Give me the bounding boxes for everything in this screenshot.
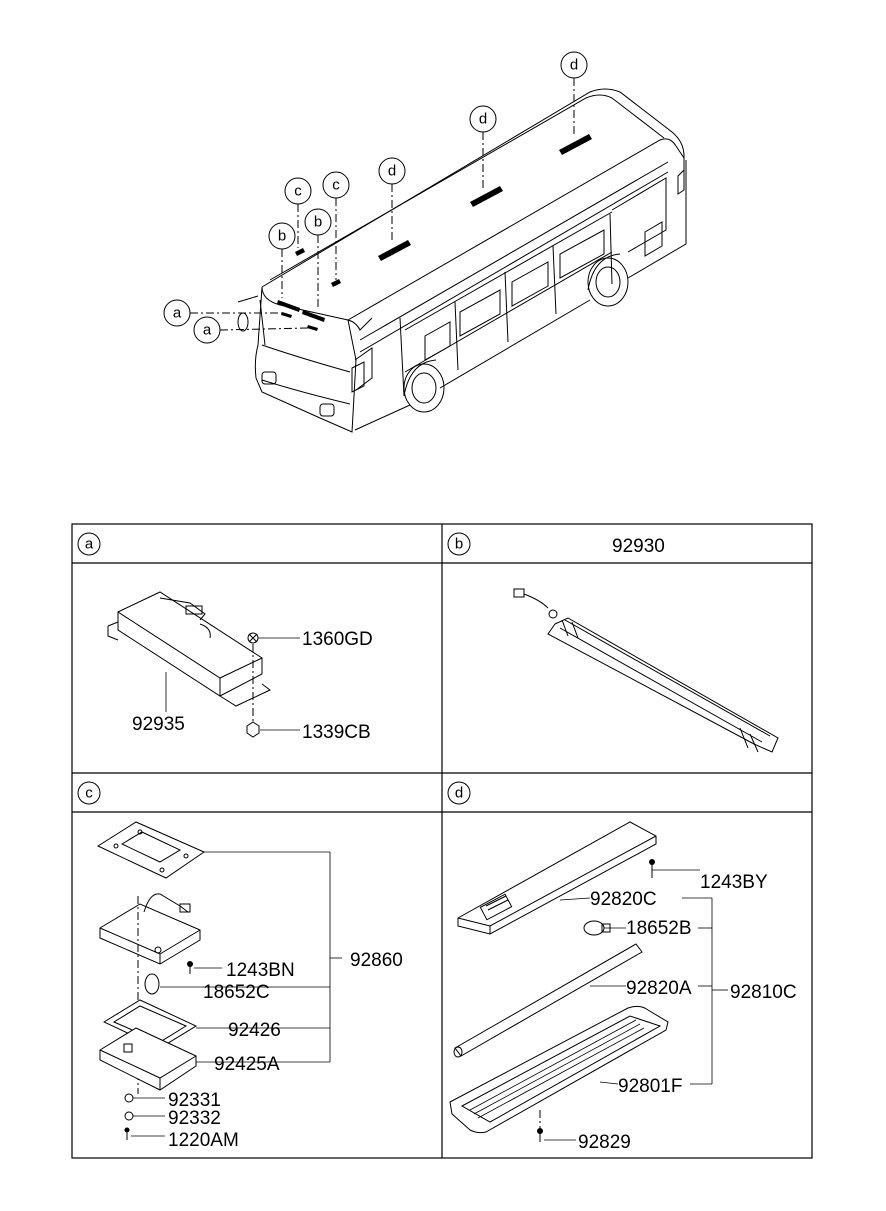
part-1360GD: 1360GD xyxy=(302,629,373,650)
callout-a-1-label: a xyxy=(173,305,182,322)
part-18652C: 18652C xyxy=(203,982,270,1003)
section-b-letter: b xyxy=(455,536,463,553)
callout-d-3-label: d xyxy=(388,163,396,180)
callout-c-1-label: c xyxy=(294,183,302,200)
callout-d-3: d xyxy=(378,157,406,185)
section-b-header: b 92930 xyxy=(447,532,665,557)
section-c-letter: c xyxy=(85,785,93,802)
callout-d-2: d xyxy=(469,105,497,133)
callout-d-1: d xyxy=(560,51,588,79)
part-1220AM: 1220AM xyxy=(168,1130,239,1151)
section-a-drawing: 1360GD 92935 1339CB xyxy=(107,591,373,743)
callout-b-2-label: b xyxy=(314,214,322,231)
part-92801F: 92801F xyxy=(618,1076,682,1097)
callout-a-1: a xyxy=(163,299,191,327)
part-92820C: 92820C xyxy=(590,889,657,910)
bus-illustration xyxy=(237,88,687,433)
part-92332: 92332 xyxy=(168,1108,221,1129)
section-d-header: d xyxy=(447,781,471,805)
callout-b-1: b xyxy=(268,222,296,250)
section-d-drawing: 1243BY 92820C 18652B 92810C 92820A 92801… xyxy=(449,821,797,1153)
section-d-letter: d xyxy=(455,785,463,802)
part-92810C: 92810C xyxy=(730,982,797,1003)
callout-leaders xyxy=(190,78,575,331)
parts-table xyxy=(71,523,813,1159)
part-1243BN: 1243BN xyxy=(226,960,295,981)
part-1243BY: 1243BY xyxy=(700,872,768,893)
part-92426: 92426 xyxy=(228,1020,281,1041)
section-a-header: a xyxy=(77,532,101,556)
callout-c-2: c xyxy=(322,171,350,199)
section-b-drawing xyxy=(513,588,779,753)
callout-d-1-label: d xyxy=(570,57,578,74)
part-18652B: 18652B xyxy=(626,918,692,939)
part-92935: 92935 xyxy=(132,714,185,735)
callout-b-1-label: b xyxy=(278,228,286,245)
section-b-title: 92930 xyxy=(612,536,665,557)
callout-b-2: b xyxy=(304,208,332,236)
callout-c-2-label: c xyxy=(332,177,340,194)
part-1339CB: 1339CB xyxy=(302,722,371,743)
part-92820A: 92820A xyxy=(626,978,692,999)
part-92860: 92860 xyxy=(350,950,403,971)
callout-d-2-label: d xyxy=(479,111,487,128)
part-92829: 92829 xyxy=(578,1132,631,1153)
callout-a-2: a xyxy=(193,316,221,344)
section-c-drawing: 92860 1243BN 18652C 92426 92425A 92331 9… xyxy=(96,821,403,1151)
part-92331: 92331 xyxy=(168,1090,221,1111)
callout-c-1: c xyxy=(284,177,312,205)
callout-a-2-label: a xyxy=(203,322,212,339)
section-a-letter: a xyxy=(85,536,94,553)
section-c-header: c xyxy=(77,781,101,805)
part-92425A: 92425A xyxy=(214,1054,280,1075)
